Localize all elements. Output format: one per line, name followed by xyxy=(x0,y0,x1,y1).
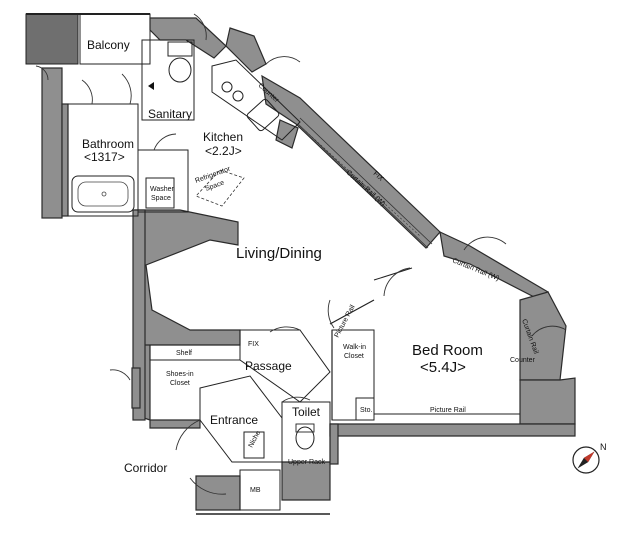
utility-shaft xyxy=(25,13,79,65)
label-refrigerator-1: Refrigerator xyxy=(194,165,232,184)
label-bed-room-size: <5.4J> xyxy=(420,359,466,376)
label-bed-room: Bed Room xyxy=(412,342,483,359)
label-mb: MB xyxy=(250,487,261,494)
label-shoes-in-1: Shoes-in xyxy=(166,371,194,378)
label-toilet: Toilet xyxy=(292,405,321,419)
label-shelf: Shelf xyxy=(176,350,192,357)
compass-north-label: N xyxy=(600,442,607,452)
annotation-picture-rail-bottom: Picture Rail xyxy=(430,407,466,414)
label-storage: Sto. xyxy=(360,407,373,414)
label-bathroom-size: <1317> xyxy=(84,150,125,164)
label-washer-space-1: Washer xyxy=(150,186,175,193)
label-shoes-in-2: Closet xyxy=(170,380,190,387)
label-living-dining: Living/Dining xyxy=(236,245,322,262)
label-passage: Passage xyxy=(245,359,292,373)
label-sanitary: Sanitary xyxy=(148,107,192,121)
label-niche: Niche xyxy=(248,430,263,449)
label-upper-rack: Upper Rack xyxy=(288,459,325,466)
structural-void xyxy=(134,209,241,421)
label-walk-in-1: Walk-in xyxy=(343,344,366,351)
label-walk-in-2: Closet xyxy=(344,353,364,360)
annotation-counter-bedroom: Counter xyxy=(510,357,536,364)
label-entrance: Entrance xyxy=(210,413,258,427)
label-kitchen: Kitchen xyxy=(203,130,243,144)
exterior-wall-diagonal xyxy=(261,74,441,249)
bathtub xyxy=(71,175,135,213)
arrow-marker-icon xyxy=(148,82,154,90)
label-balcony: Balcony xyxy=(87,38,130,52)
refrigerator-space-outline xyxy=(195,169,245,207)
compass-icon: N xyxy=(572,442,607,474)
label-washer-space-2: Space xyxy=(151,195,171,202)
toilet-bowl xyxy=(295,426,315,450)
label-corridor: Corridor xyxy=(124,461,167,475)
label-refrigerator-2: Space xyxy=(204,179,225,192)
annotation-fix-lower: FIX xyxy=(248,341,259,348)
label-bathroom: Bathroom xyxy=(82,137,134,151)
annotation-picture-rail-diagonal: Picture Rail xyxy=(334,304,357,339)
label-kitchen-size: <2.2J> xyxy=(205,144,242,158)
